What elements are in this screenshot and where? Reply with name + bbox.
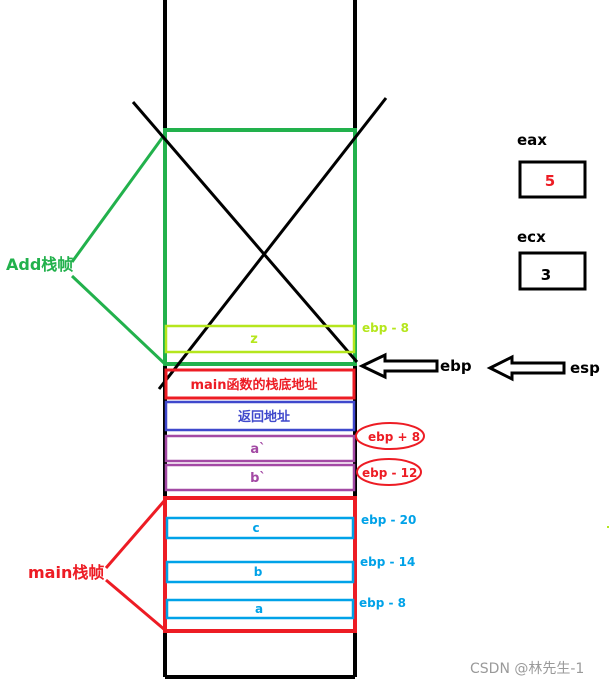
main-base-slot bbox=[164, 368, 356, 400]
ecx-register-name: ecx bbox=[517, 228, 546, 246]
b-label: b bbox=[254, 565, 263, 579]
c-offset: ebp - 20 bbox=[361, 513, 416, 527]
eax-register-name: eax bbox=[517, 131, 547, 149]
b-param-offset-ellipse bbox=[356, 458, 422, 486]
b-param-offset: ebp - 12 bbox=[362, 466, 417, 480]
main-frame-brace-top bbox=[104, 499, 167, 569]
add-frame-box bbox=[163, 128, 357, 366]
main-base-label: main函数的栈底地址 bbox=[190, 377, 317, 393]
ecx-register-box bbox=[518, 251, 587, 291]
a-param-offset: ebp + 8 bbox=[368, 430, 420, 444]
cross-stroke-1 bbox=[131, 101, 359, 363]
a-label: a bbox=[255, 602, 263, 616]
b-param-slot bbox=[164, 463, 356, 492]
main-frame-box bbox=[163, 496, 357, 633]
ecx-register-value: 3 bbox=[541, 266, 551, 284]
c-label: c bbox=[252, 521, 259, 535]
return-address-label: 返回地址 bbox=[238, 409, 290, 425]
z-slot bbox=[164, 324, 356, 354]
a-slot bbox=[165, 598, 355, 620]
a-param-offset-ellipse bbox=[355, 422, 425, 450]
b-param-label: b` bbox=[250, 471, 266, 486]
esp-pointer-label: esp bbox=[570, 359, 600, 377]
eax-register-value: 5 bbox=[545, 172, 555, 190]
ebp-pointer-label: ebp bbox=[440, 357, 472, 375]
eax-register-box bbox=[518, 160, 587, 199]
a-param-slot bbox=[164, 434, 356, 463]
ebp-arrow-icon bbox=[358, 352, 439, 380]
cross-stroke-2 bbox=[157, 97, 388, 390]
z-label: z bbox=[250, 332, 258, 347]
add-frame-brace-bottom bbox=[70, 274, 167, 366]
z-offset: ebp - 8 bbox=[362, 321, 409, 335]
main-frame-brace-bottom bbox=[105, 578, 166, 632]
b-slot bbox=[165, 560, 355, 584]
b-offset: ebp - 14 bbox=[360, 555, 415, 569]
add-frame-label: Add栈帧 bbox=[6, 255, 73, 274]
esp-arrow-icon bbox=[486, 354, 566, 382]
csdn-watermark: CSDN @林先生-1 bbox=[470, 661, 584, 677]
main-frame-label: main栈帧 bbox=[28, 563, 104, 582]
c-slot bbox=[165, 516, 355, 540]
a-offset: ebp - 8 bbox=[359, 596, 406, 610]
add-frame-brace-top bbox=[70, 133, 167, 263]
return-address-slot bbox=[164, 400, 356, 432]
a-param-label: a` bbox=[250, 442, 265, 457]
stray-dot bbox=[607, 526, 609, 528]
